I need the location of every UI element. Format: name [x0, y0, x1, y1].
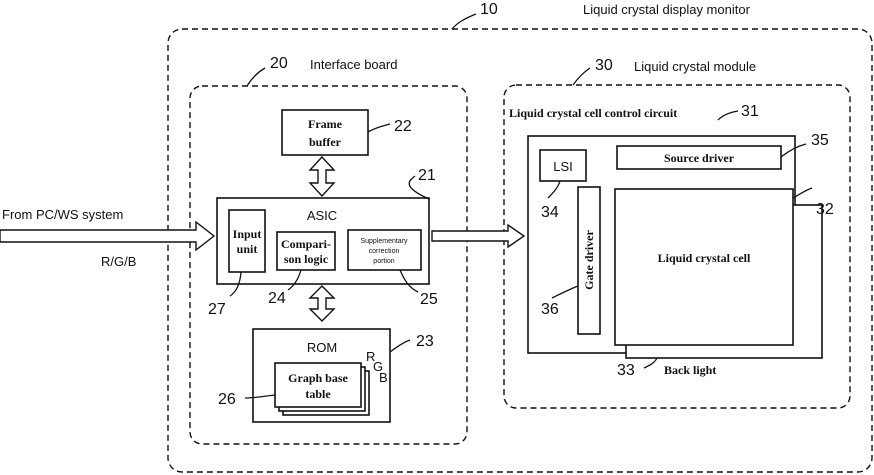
graph-table-line1: Graph base [288, 371, 348, 385]
comparison-logic-ref: 24 [268, 290, 286, 307]
asic-rom-double-arrow [310, 286, 334, 321]
rom-ref: 23 [416, 333, 434, 350]
monitor-label: Liquid crystal display monitor [583, 2, 751, 17]
output-arrow [432, 225, 524, 247]
input-arrow [0, 222, 214, 250]
supplementary-line1: Supplementary [360, 238, 408, 245]
input-unit-line1: Input [233, 227, 262, 241]
interface-board-label: Interface board [310, 57, 397, 72]
lc-module-ref: 30 [595, 57, 613, 74]
graph-table-line2: table [305, 387, 331, 401]
input-signal-label: R/G/B [101, 254, 136, 269]
input-unit-line2: unit [237, 242, 258, 256]
back-light-ref: 33 [617, 362, 635, 379]
input-source-label: From PC/WS system [2, 207, 123, 222]
frame-buffer-line1: Frame [308, 117, 343, 131]
lc-module-label: Liquid crystal module [634, 59, 756, 74]
control-circuit-ref: 31 [741, 103, 759, 120]
supplementary-line3: portion [373, 258, 395, 265]
control-circuit-label: Liquid crystal cell control circuit [509, 106, 677, 120]
comparison-logic-line2: son logic [284, 252, 329, 266]
rom-b-label: B [379, 370, 388, 385]
back-light-label: Back light [664, 363, 716, 377]
gate-driver-label: Gate driver [582, 230, 596, 290]
asic-ref: 21 [418, 167, 436, 184]
lc-cell-label: Liquid crystal cell [658, 251, 751, 265]
source-driver-ref: 35 [811, 132, 829, 149]
gate-driver-ref: 36 [541, 301, 559, 318]
lc-cell-ref: 32 [816, 201, 834, 218]
input-unit-box [229, 210, 265, 272]
source-driver-label: Source driver [664, 151, 735, 165]
frame-buffer-ref: 22 [394, 118, 412, 135]
frame-buffer-line2: buffer [309, 135, 342, 149]
asic-label: ASIC [307, 208, 337, 223]
monitor-ref: 10 [480, 1, 498, 18]
input-unit-ref: 27 [208, 301, 226, 318]
fb-asic-double-arrow [310, 157, 334, 196]
interface-board-ref: 20 [270, 55, 288, 72]
rom-label: ROM [307, 340, 337, 355]
supplementary-ref: 25 [420, 291, 438, 308]
lsi-ref: 34 [541, 204, 559, 221]
lc-cell-box [615, 189, 793, 345]
graph-table-ref: 26 [218, 391, 236, 408]
lsi-label: LSI [553, 159, 573, 174]
supplementary-line2: correction [369, 248, 400, 255]
comparison-logic-line1: Compari- [281, 237, 331, 251]
